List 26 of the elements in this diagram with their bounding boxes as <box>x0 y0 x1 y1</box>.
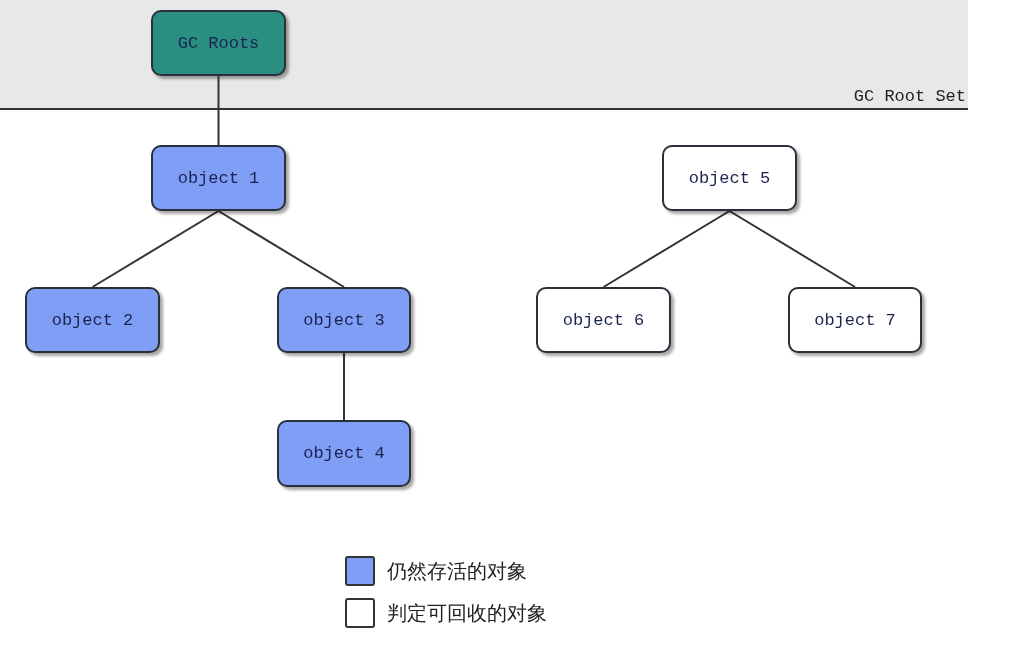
connector-line <box>217 210 345 288</box>
node-label: GC Roots <box>177 33 260 53</box>
band-label: GC Root Set <box>853 87 966 106</box>
object-box <box>277 287 411 353</box>
connector-line <box>602 210 731 288</box>
node-label: object 5 <box>688 168 771 188</box>
connector-line <box>728 210 856 288</box>
node-label: object 4 <box>303 444 385 463</box>
legend-label: 仍然存活的对象 <box>387 557 527 585</box>
node-label: object 1 <box>177 168 260 188</box>
object-box <box>662 145 797 211</box>
root-set-band <box>0 0 968 110</box>
object-box <box>151 10 286 76</box>
object-box <box>536 287 671 353</box>
object-box <box>25 287 160 353</box>
node-label: object 3 <box>303 310 385 330</box>
node-label: object 6 <box>562 310 645 330</box>
object-box <box>788 287 922 353</box>
node-label: object 7 <box>814 310 896 330</box>
connector-line <box>343 352 345 421</box>
connector-line <box>217 75 220 146</box>
node-label: object 2 <box>51 310 134 330</box>
connector-line <box>91 210 220 288</box>
legend-label: 判定可回收的对象 <box>387 599 547 627</box>
object-box <box>151 145 286 211</box>
object-box <box>277 420 411 487</box>
